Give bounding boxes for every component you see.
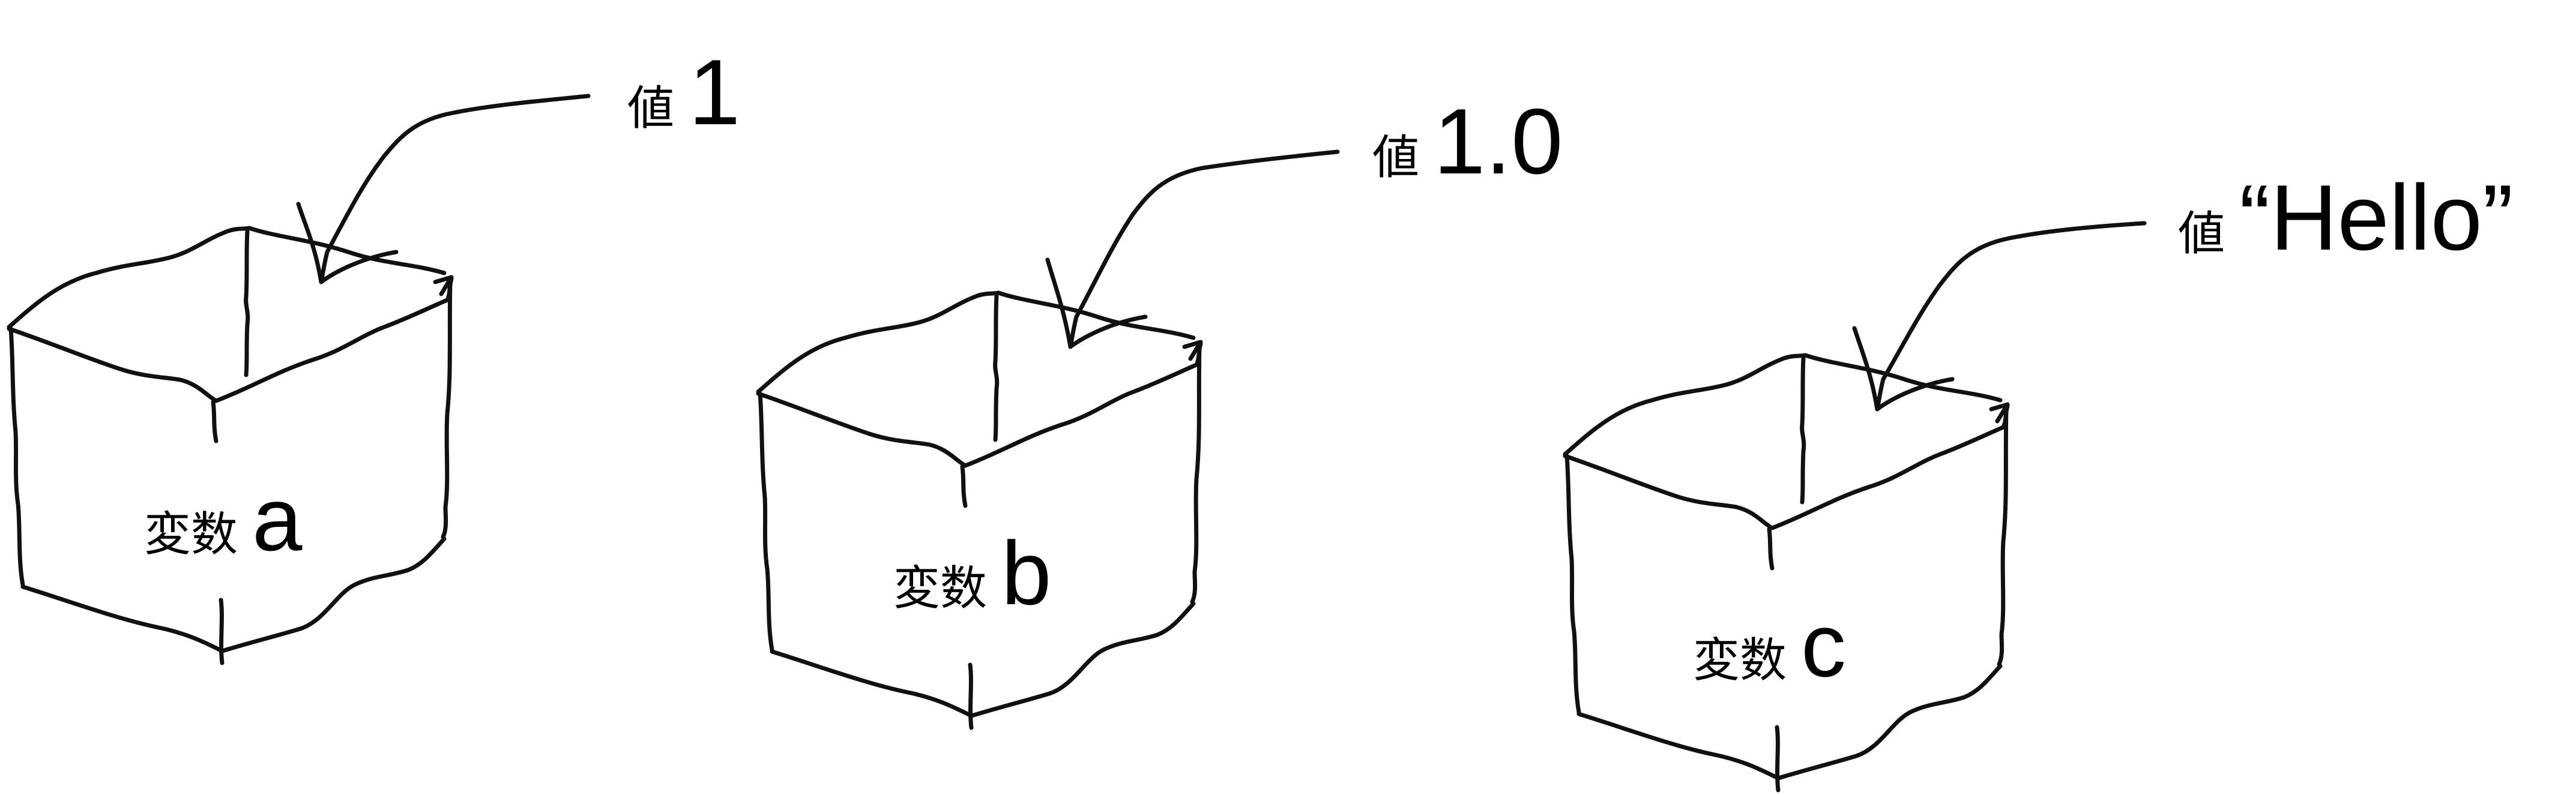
box-a-side-right [441, 280, 453, 539]
box-c-rim-back-right [1803, 353, 2003, 403]
box-c-inner-edge [1800, 356, 1806, 505]
box-a-inner-edge [244, 229, 250, 377]
box-c-side-right [1997, 407, 2009, 667]
box-a [7, 94, 591, 665]
box-c [1563, 221, 2147, 793]
box-c-rim-front-right [1770, 404, 2010, 530]
box-b-rim-back-right [996, 290, 1196, 340]
box-b-side-left [758, 391, 774, 652]
box-b-inner-edge [993, 293, 1000, 442]
box-a-front-edge [211, 400, 219, 443]
box-a-rim-back-right [247, 226, 447, 275]
box-a-rim-corner [433, 275, 454, 296]
box-c-rim-corner [1989, 402, 2010, 424]
value-arrow-a-head [296, 202, 399, 284]
box-a-bottom-right [220, 536, 447, 653]
box-a-side-left [8, 326, 25, 587]
box-a-rim-back-left [7, 226, 252, 329]
box-a-bottom-left [20, 584, 225, 653]
box-c-side-left [1564, 454, 1581, 715]
box-c-bottom-left [1576, 712, 1781, 781]
box-b-rim-back-left [756, 290, 1001, 394]
box-a-rim-front-left [7, 326, 219, 403]
box-b-front-bottom-edge [968, 662, 974, 730]
box-b-bottom-right [969, 601, 1196, 718]
value-arrow-c-head [1852, 326, 1955, 412]
box-b-rim-front-right [963, 341, 1203, 468]
box-b-bottom-left [770, 649, 974, 718]
box-b-side-right [1190, 344, 1202, 604]
box-c-rim-back-left [1563, 353, 1808, 457]
box-c-front-edge [1767, 527, 1775, 571]
value-arrow-c [1875, 221, 2147, 412]
value-arrow-b-head [1045, 257, 1148, 349]
box-a-rim-front-right [214, 277, 454, 403]
box-a-front-bottom-edge [219, 598, 225, 665]
box-b-rim-front-left [756, 391, 968, 468]
value-arrow-a [319, 94, 591, 284]
box-b [756, 149, 1340, 730]
value-arrow-b [1068, 149, 1340, 349]
box-b-front-edge [960, 464, 968, 508]
box-c-bottom-right [1776, 664, 2003, 781]
box-b-rim-corner [1182, 340, 1203, 361]
box-c-rim-front-left [1563, 454, 1775, 530]
box-c-front-bottom-edge [1775, 725, 1781, 793]
